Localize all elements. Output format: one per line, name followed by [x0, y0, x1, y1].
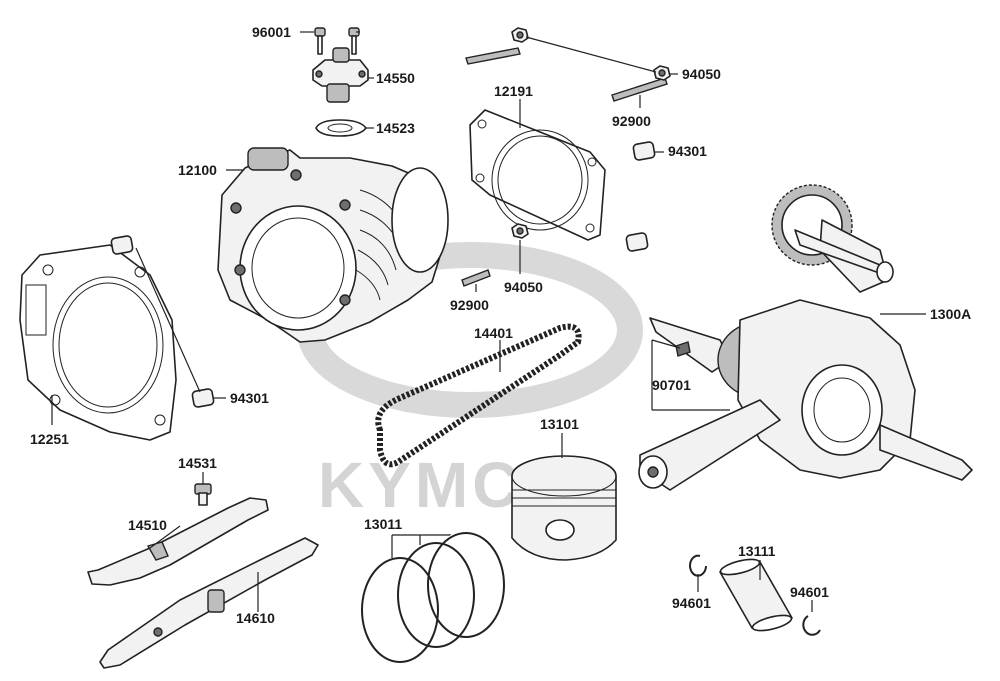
label-94601-left: 94601	[672, 595, 711, 611]
chain-guide-14610	[99, 537, 319, 669]
label-14531: 14531	[178, 455, 217, 471]
cam-chain-14401	[375, 323, 582, 468]
label-1300A: 1300A	[930, 306, 971, 322]
stud-bolt-92900-top	[465, 47, 668, 102]
piston-rings-13011	[361, 532, 505, 663]
label-13101: 13101	[540, 416, 579, 432]
crankshaft-1300A	[638, 299, 973, 491]
label-94601-right: 94601	[790, 584, 829, 600]
piston-pin-13111	[719, 558, 793, 632]
dowel-pin-94301-left	[110, 235, 215, 408]
cam-chain-tensioner-14550	[312, 47, 369, 103]
cylinder-12100	[217, 147, 449, 343]
label-92900-mid: 92900	[450, 297, 489, 313]
label-94050-mid: 94050	[504, 279, 543, 295]
label-13111: 13111	[738, 543, 776, 559]
label-94050-top: 94050	[682, 66, 721, 82]
dowel-pin-94301-right	[625, 141, 656, 252]
label-12100: 12100	[178, 162, 217, 178]
nut-94050-mid	[511, 223, 529, 239]
label-92900-top: 92900	[612, 113, 651, 129]
head-gasket-12251	[19, 244, 177, 441]
part-labels: 96001 14550 14523 12100 12191 94050 9290…	[30, 24, 971, 626]
label-14610: 14610	[236, 610, 275, 626]
label-14523: 14523	[376, 120, 415, 136]
label-12251: 12251	[30, 431, 69, 447]
label-90701: 90701	[652, 377, 691, 393]
label-12191: 12191	[494, 83, 533, 99]
tensioner-gasket-14523	[315, 119, 367, 137]
chain-tensioner-bolt-14531	[194, 483, 212, 506]
cylinder-base-gasket-12191	[469, 109, 606, 241]
woodruff-key-90701	[675, 341, 691, 357]
label-94301-left: 94301	[230, 390, 269, 406]
balancer-gear	[771, 184, 894, 293]
label-14510: 14510	[128, 517, 167, 533]
piston-13101	[511, 455, 617, 561]
leader-lines	[51, 31, 926, 612]
label-14550: 14550	[376, 70, 415, 86]
label-13011: 13011	[364, 516, 402, 532]
label-14401: 14401	[474, 325, 513, 341]
piston-pin-clip-94601-left	[689, 554, 707, 577]
stud-bolt-92900-mid	[461, 269, 491, 287]
piston-pin-clip-94601-right	[802, 615, 821, 636]
label-94301-right: 94301	[668, 143, 707, 159]
label-96001: 96001	[252, 24, 291, 40]
